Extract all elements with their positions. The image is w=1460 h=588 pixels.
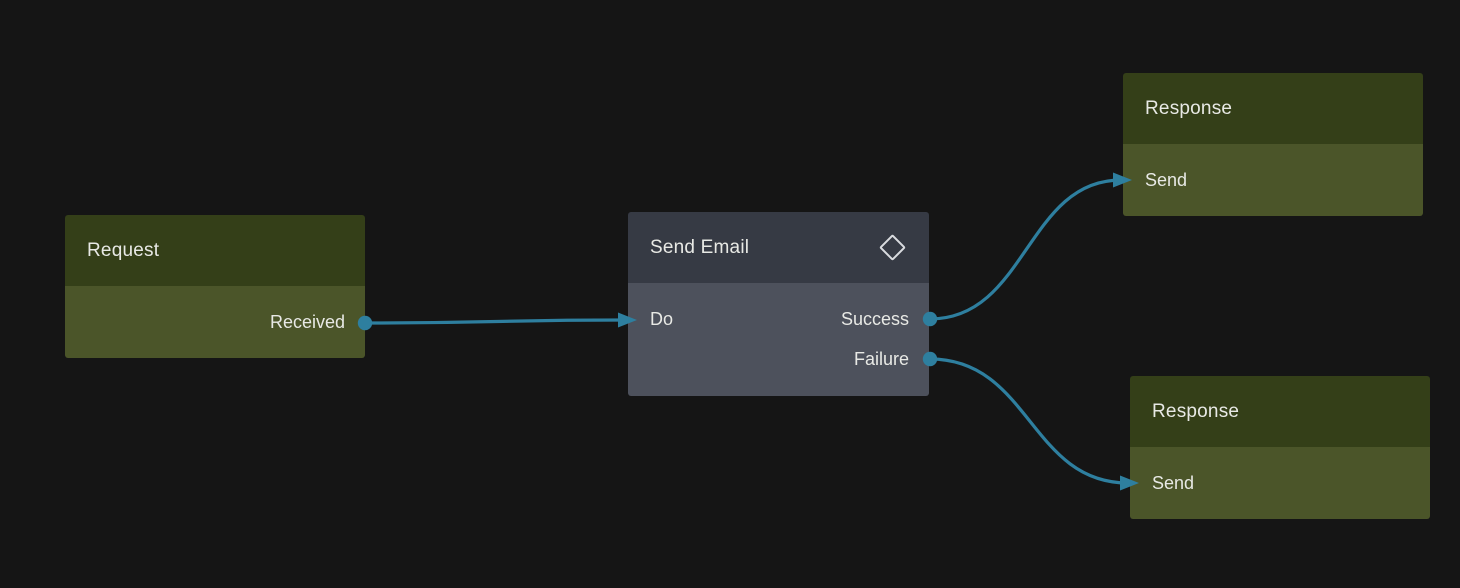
node-response-top[interactable]: Response Send bbox=[1123, 73, 1423, 216]
port-send-input[interactable]: Send bbox=[1130, 463, 1430, 503]
node-response-top-header[interactable]: Response bbox=[1123, 73, 1423, 144]
node-title: Send Email bbox=[650, 236, 750, 258]
port-failure-output[interactable]: Failure bbox=[853, 348, 909, 369]
port-row: Do Success bbox=[628, 299, 929, 339]
node-request-header[interactable]: Request bbox=[65, 215, 365, 286]
port-send-input[interactable]: Send bbox=[1123, 160, 1423, 200]
node-title: Response bbox=[1145, 97, 1233, 119]
node-title: Request bbox=[87, 239, 160, 261]
node-send-email-header[interactable]: Send Email bbox=[628, 212, 929, 283]
port-do-input[interactable]: Do bbox=[650, 308, 674, 329]
node-title: Response bbox=[1152, 400, 1240, 422]
port-received-output[interactable]: Received bbox=[65, 302, 365, 342]
node-response-bottom-header[interactable]: Response bbox=[1130, 376, 1430, 447]
port-label: Send bbox=[1152, 472, 1195, 493]
node-response-bottom[interactable]: Response Send bbox=[1130, 376, 1430, 519]
port-success-output[interactable]: Success bbox=[840, 308, 909, 329]
node-request-body: Received bbox=[65, 286, 365, 358]
node-response-top-body: Send bbox=[1123, 144, 1423, 216]
node-request[interactable]: Request Received bbox=[65, 215, 365, 358]
port-label: Send bbox=[1145, 169, 1188, 190]
node-send-email[interactable]: Send Email Do Success Failure bbox=[628, 212, 929, 396]
node-send-email-body: Do Success Failure bbox=[628, 283, 929, 396]
diamond-outline-icon[interactable] bbox=[879, 234, 906, 261]
port-row: Failure bbox=[628, 339, 929, 379]
port-label: Received bbox=[269, 311, 345, 332]
connection-edge-received[interactable] bbox=[364, 318, 627, 325]
connection-edge-failure[interactable] bbox=[929, 357, 1129, 485]
connection-edge-success[interactable] bbox=[929, 178, 1122, 321]
node-response-bottom-body: Send bbox=[1130, 447, 1430, 519]
